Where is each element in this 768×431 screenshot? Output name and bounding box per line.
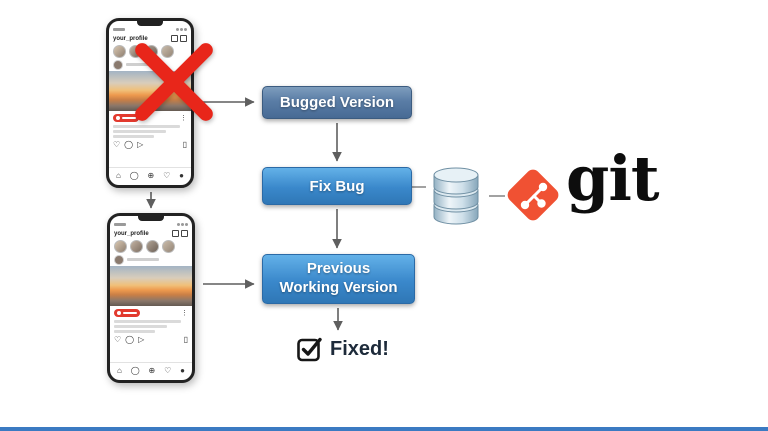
profile-header-icons [172, 230, 188, 237]
phone-navbar: ⌂ ◯ ⊕ ♡ ● [110, 362, 192, 377]
post-badge-row: ⋮ [113, 113, 187, 123]
post-actions-row: ♡ ◯ ▷ ▯ [114, 335, 188, 345]
placeholder-bar [113, 135, 154, 138]
story-avatar [130, 240, 143, 253]
story-avatar [113, 45, 126, 58]
profile-header: your_profile [114, 229, 188, 238]
git-logo-icon [507, 169, 559, 221]
placeholder-bar [123, 312, 137, 314]
post-caption-lines [113, 125, 187, 138]
placeholder-bar [114, 325, 168, 328]
phone-notch [138, 216, 164, 221]
badge-dot [117, 311, 121, 315]
badge-dot [116, 116, 120, 120]
red-badge [113, 114, 139, 122]
node-previous-label-line2: Working Version [279, 279, 398, 296]
profile-icon: ● [179, 171, 184, 180]
profile-header-icons [171, 35, 187, 42]
profile-username: your_profile [113, 35, 148, 42]
post-author-row [114, 254, 188, 265]
x-mark-icon [122, 30, 226, 134]
like-icon: ♡ [114, 335, 122, 344]
home-icon: ⌂ [117, 366, 122, 375]
node-bugged-version: Bugged Version [262, 86, 412, 119]
story-avatar [162, 240, 175, 253]
statusbar-icons [176, 28, 187, 31]
post-photo-sunset [110, 266, 192, 306]
story-avatar [161, 45, 174, 58]
more-options-icon: ⋮ [180, 114, 187, 122]
phone-mockup-bugged: your_profile ⋮ ♡ ◯ [106, 18, 194, 188]
phone-mockup-working: your_profile ⋮ ♡ ◯ [107, 213, 195, 383]
profile-header: your_profile [113, 34, 187, 43]
database-icon [433, 167, 479, 225]
home-icon: ⌂ [116, 171, 121, 180]
story-avatar [146, 240, 159, 253]
database-tier-top [433, 167, 479, 195]
statusbar-time-bar [114, 223, 126, 226]
placeholder-bar [114, 330, 155, 333]
profile-username: your_profile [114, 230, 149, 237]
statusbar-time-bar [113, 28, 125, 31]
comment-icon: ◯ [125, 335, 135, 344]
author-avatar [114, 254, 124, 265]
add-post-icon: ⊕ [147, 171, 155, 180]
placeholder-bar [126, 63, 158, 66]
activity-icon: ♡ [164, 366, 172, 375]
red-badge [114, 309, 140, 317]
bottom-accent-bar [0, 427, 768, 431]
activity-icon: ♡ [163, 171, 171, 180]
profile-icon: ● [180, 366, 185, 375]
statusbar-icons [177, 223, 188, 226]
phone-statusbar [114, 222, 188, 227]
author-avatar [113, 59, 123, 70]
bookmark-icon: ▯ [183, 335, 188, 344]
search-icon: ◯ [130, 366, 140, 375]
fixed-label: Fixed! [330, 338, 389, 360]
placeholder-bar [113, 125, 180, 128]
story-avatar [114, 240, 127, 253]
phone-notch [137, 21, 163, 26]
search-icon: ◯ [129, 171, 139, 180]
bookmark-icon: ▯ [182, 140, 187, 149]
node-previous-working-version: Previous Working Version [262, 254, 415, 304]
placeholder-bar [122, 117, 136, 119]
placeholder-bar [113, 130, 167, 133]
node-previous-label-line1: Previous [306, 260, 371, 278]
placeholder-bar [127, 258, 159, 261]
post-badge-row: ⋮ [114, 308, 188, 318]
phone-navbar: ⌂ ◯ ⊕ ♡ ● [109, 167, 191, 182]
more-options-icon: ⋮ [181, 309, 188, 317]
checkbox-checked-icon [295, 334, 325, 369]
comment-icon: ◯ [124, 140, 134, 149]
post-caption-lines [114, 320, 188, 333]
add-post-icon: ⊕ [148, 366, 156, 375]
share-icon: ▷ [137, 140, 144, 149]
git-logo-branch-graphic [520, 182, 548, 210]
share-icon: ▷ [138, 335, 145, 344]
git-wordmark: git [566, 142, 660, 215]
placeholder-bar [114, 320, 181, 323]
like-icon: ♡ [113, 140, 121, 149]
stories-row [114, 240, 188, 253]
phone-statusbar [113, 27, 187, 32]
node-bugged-label: Bugged Version [279, 94, 395, 111]
node-fix-label: Fix Bug [309, 177, 365, 195]
post-actions-row: ♡ ◯ ▷ ▯ [113, 140, 187, 150]
post-author-row [113, 59, 187, 70]
node-fix-bug: Fix Bug [262, 167, 412, 205]
